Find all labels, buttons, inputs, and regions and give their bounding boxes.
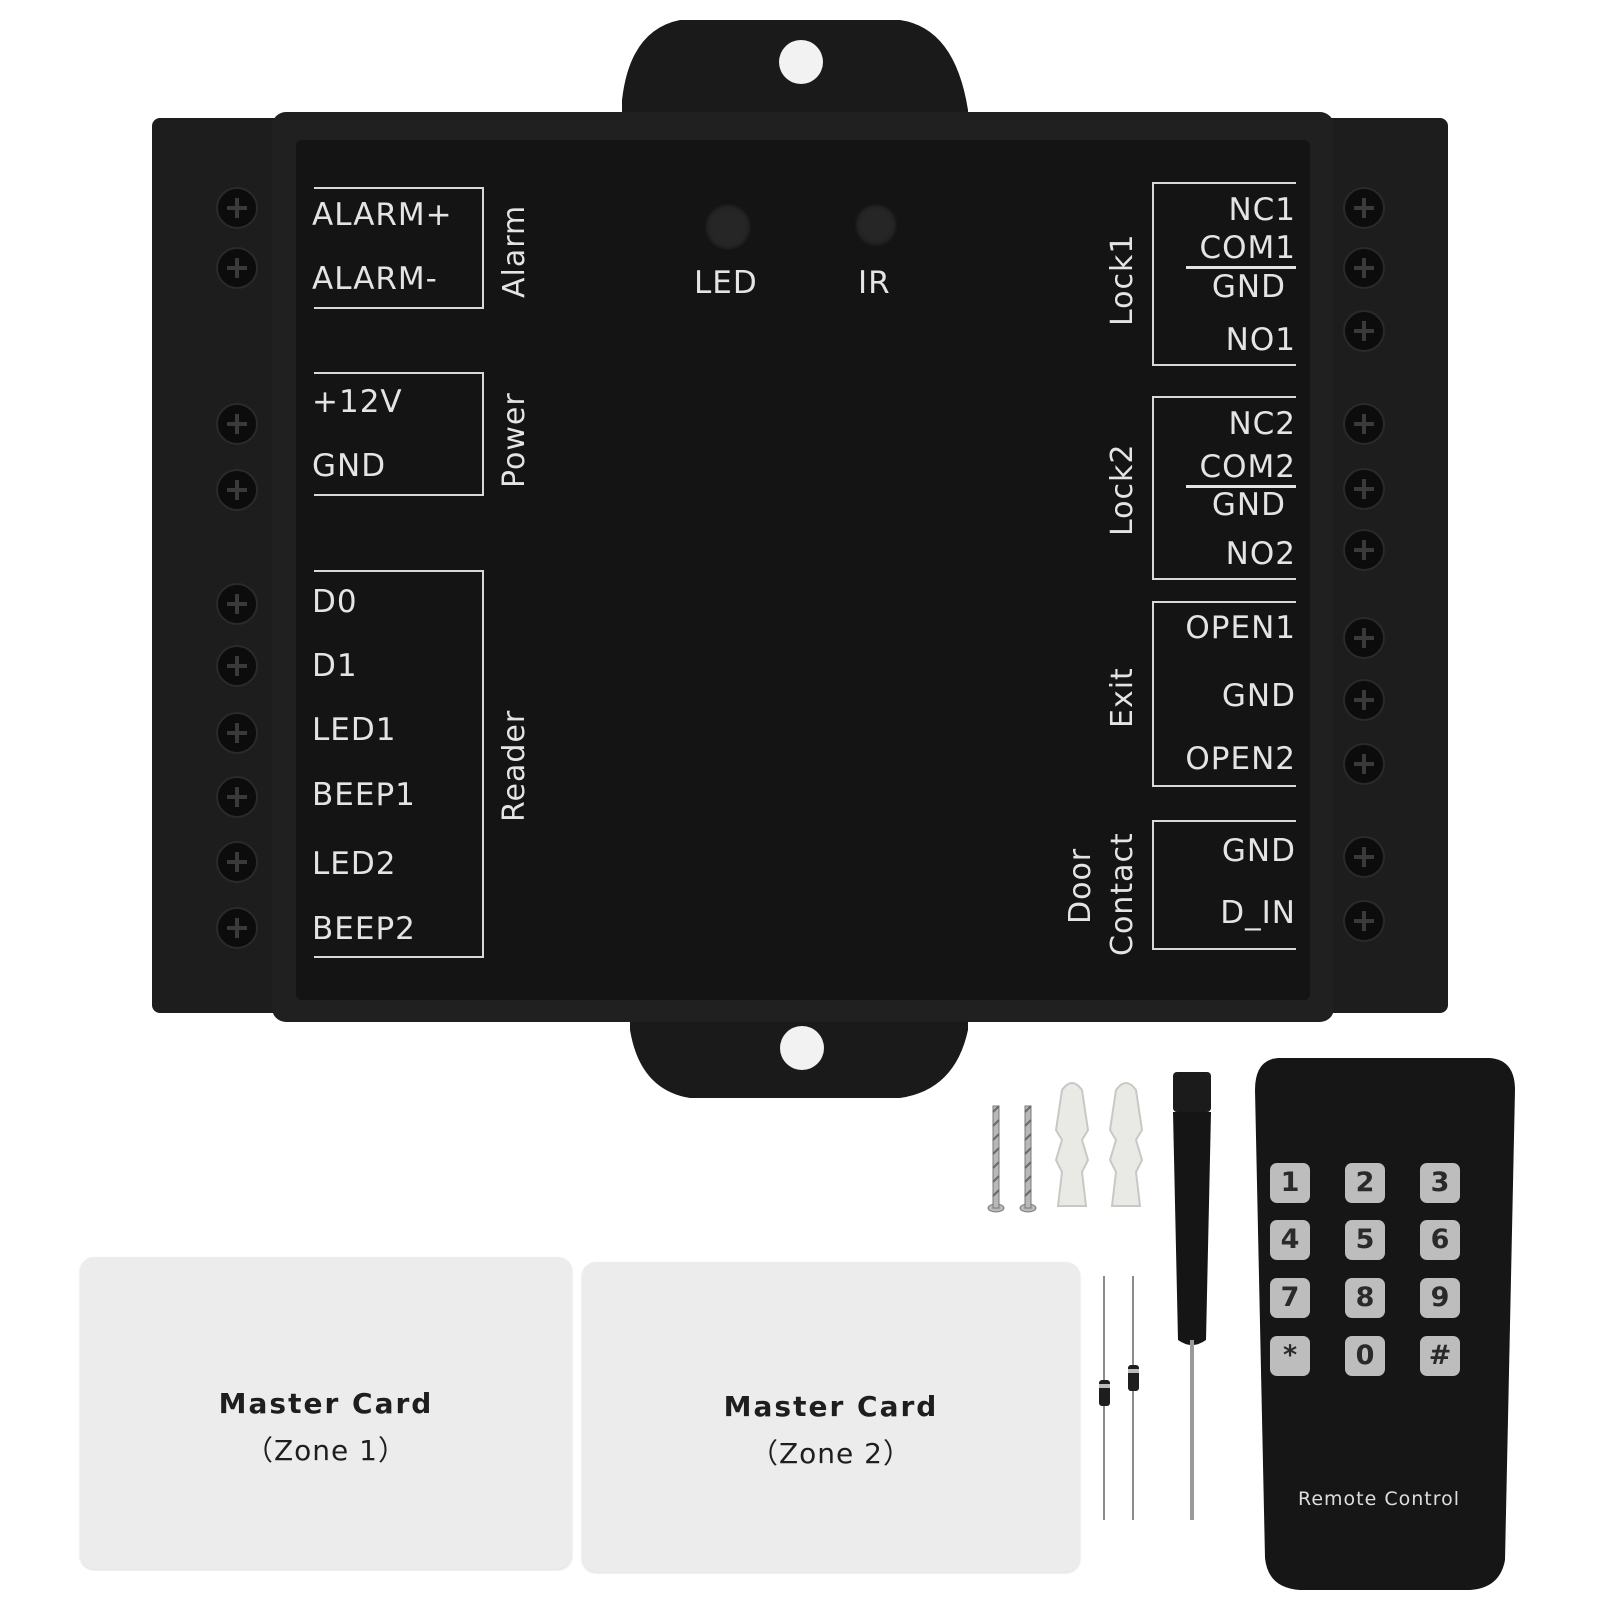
lock2-terminal-box	[1152, 396, 1296, 580]
reader-d0-label: D0	[312, 584, 358, 620]
door-din-label: D_IN	[1220, 895, 1296, 931]
reader-beep1-label: BEEP1	[312, 777, 416, 813]
diode-icon	[1099, 1276, 1110, 1520]
lock2-com2-label: COM2	[1199, 449, 1296, 485]
master-card-zone-2: Master Card （Zone 2）	[582, 1262, 1080, 1572]
reader-beep2-label: BEEP2	[312, 911, 416, 947]
power-12v-label: +12V	[312, 384, 403, 420]
remote-key-1[interactable]: 1	[1270, 1163, 1310, 1203]
ir-indicator-label: IR	[858, 265, 891, 301]
terminal-screw-icon	[216, 776, 258, 818]
door-gnd-label: GND	[1221, 833, 1296, 869]
terminal-screw-icon	[216, 841, 258, 883]
led-indicator-label: LED	[694, 265, 758, 301]
lock1-com-gnd-divider	[1186, 266, 1296, 269]
wall-anchor-icon	[1054, 1082, 1090, 1207]
exit-terminal-box	[1152, 601, 1296, 787]
remote-key-5[interactable]: 5	[1345, 1220, 1385, 1260]
lock1-com1-label: COM1	[1199, 230, 1296, 266]
screw-icon	[987, 1105, 1005, 1213]
lock1-gnd-label: GND	[1211, 269, 1286, 305]
terminal-screw-icon	[1343, 247, 1385, 289]
alarm-minus-label: ALARM-	[312, 261, 438, 297]
terminal-screw-icon	[1343, 468, 1385, 510]
mounting-hole-top	[779, 40, 823, 84]
remote-key-hash[interactable]: #	[1420, 1336, 1460, 1376]
reader-led2-label: LED2	[312, 846, 397, 882]
terminal-screw-icon	[216, 187, 258, 229]
remote-control-body	[1255, 1058, 1515, 1590]
lock2-no2-label: NO2	[1225, 536, 1296, 572]
exit-gnd-label: GND	[1221, 678, 1296, 714]
terminal-screw-icon	[216, 583, 258, 625]
terminal-screw-icon	[216, 247, 258, 289]
remote-key-star[interactable]: *	[1270, 1336, 1310, 1376]
remote-key-7[interactable]: 7	[1270, 1278, 1310, 1318]
terminal-screw-icon	[1343, 187, 1385, 229]
remote-control-label: Remote Control	[1298, 1488, 1461, 1510]
remote-key-6[interactable]: 6	[1420, 1220, 1460, 1260]
terminal-screw-icon	[1343, 743, 1385, 785]
terminal-screw-icon	[1343, 900, 1385, 942]
wall-anchor-icon	[1108, 1082, 1144, 1207]
terminal-screw-icon	[216, 645, 258, 687]
lock1-no1-label: NO1	[1225, 322, 1296, 358]
master-card-zone: （Zone 2）	[749, 1437, 912, 1470]
remote-key-2[interactable]: 2	[1345, 1163, 1385, 1203]
terminal-screw-icon	[216, 712, 258, 754]
power-gnd-label: GND	[312, 448, 387, 484]
master-card-zone: （Zone 1）	[244, 1434, 407, 1467]
lock1-terminal-box	[1152, 182, 1296, 366]
reader-led1-label: LED1	[312, 712, 397, 748]
lock2-com-gnd-divider	[1186, 485, 1296, 488]
exit-open2-label: OPEN2	[1185, 741, 1296, 777]
alarm-plus-label: ALARM+	[312, 197, 453, 233]
reader-terminal-box	[314, 570, 484, 958]
terminal-screw-icon	[216, 469, 258, 511]
remote-key-3[interactable]: 3	[1420, 1163, 1460, 1203]
diode-icon	[1128, 1276, 1139, 1520]
lock1-nc1-label: NC1	[1228, 192, 1296, 228]
terminal-screw-icon	[1343, 617, 1385, 659]
terminal-screw-icon	[1343, 836, 1385, 878]
terminal-screw-icon	[216, 403, 258, 445]
ir-indicator-light	[854, 203, 898, 247]
alarm-terminal-box	[314, 187, 484, 309]
terminal-screw-icon	[1343, 529, 1385, 571]
door-contact-terminal-box	[1152, 820, 1296, 950]
power-terminal-box	[314, 372, 484, 496]
reader-d1-label: D1	[312, 648, 358, 684]
remote-key-4[interactable]: 4	[1270, 1220, 1310, 1260]
terminal-screw-icon	[1343, 679, 1385, 721]
screw-icon	[1019, 1105, 1037, 1213]
master-card-title: Master Card	[723, 1390, 939, 1423]
led-indicator-light	[704, 203, 752, 251]
remote-key-9[interactable]: 9	[1420, 1278, 1460, 1318]
remote-key-0[interactable]: 0	[1345, 1336, 1385, 1376]
master-card-zone-1: Master Card （Zone 1）	[80, 1257, 572, 1569]
remote-key-8[interactable]: 8	[1345, 1278, 1385, 1318]
mounting-hole-bottom	[780, 1026, 824, 1070]
exit-open1-label: OPEN1	[1185, 610, 1296, 646]
terminal-screw-icon	[1343, 310, 1385, 352]
master-card-title: Master Card	[218, 1387, 434, 1420]
lock2-gnd-label: GND	[1211, 487, 1286, 523]
screwdriver-icon	[1173, 1072, 1211, 1520]
lock2-nc2-label: NC2	[1228, 406, 1296, 442]
terminal-screw-icon	[1343, 403, 1385, 445]
terminal-screw-icon	[216, 907, 258, 949]
